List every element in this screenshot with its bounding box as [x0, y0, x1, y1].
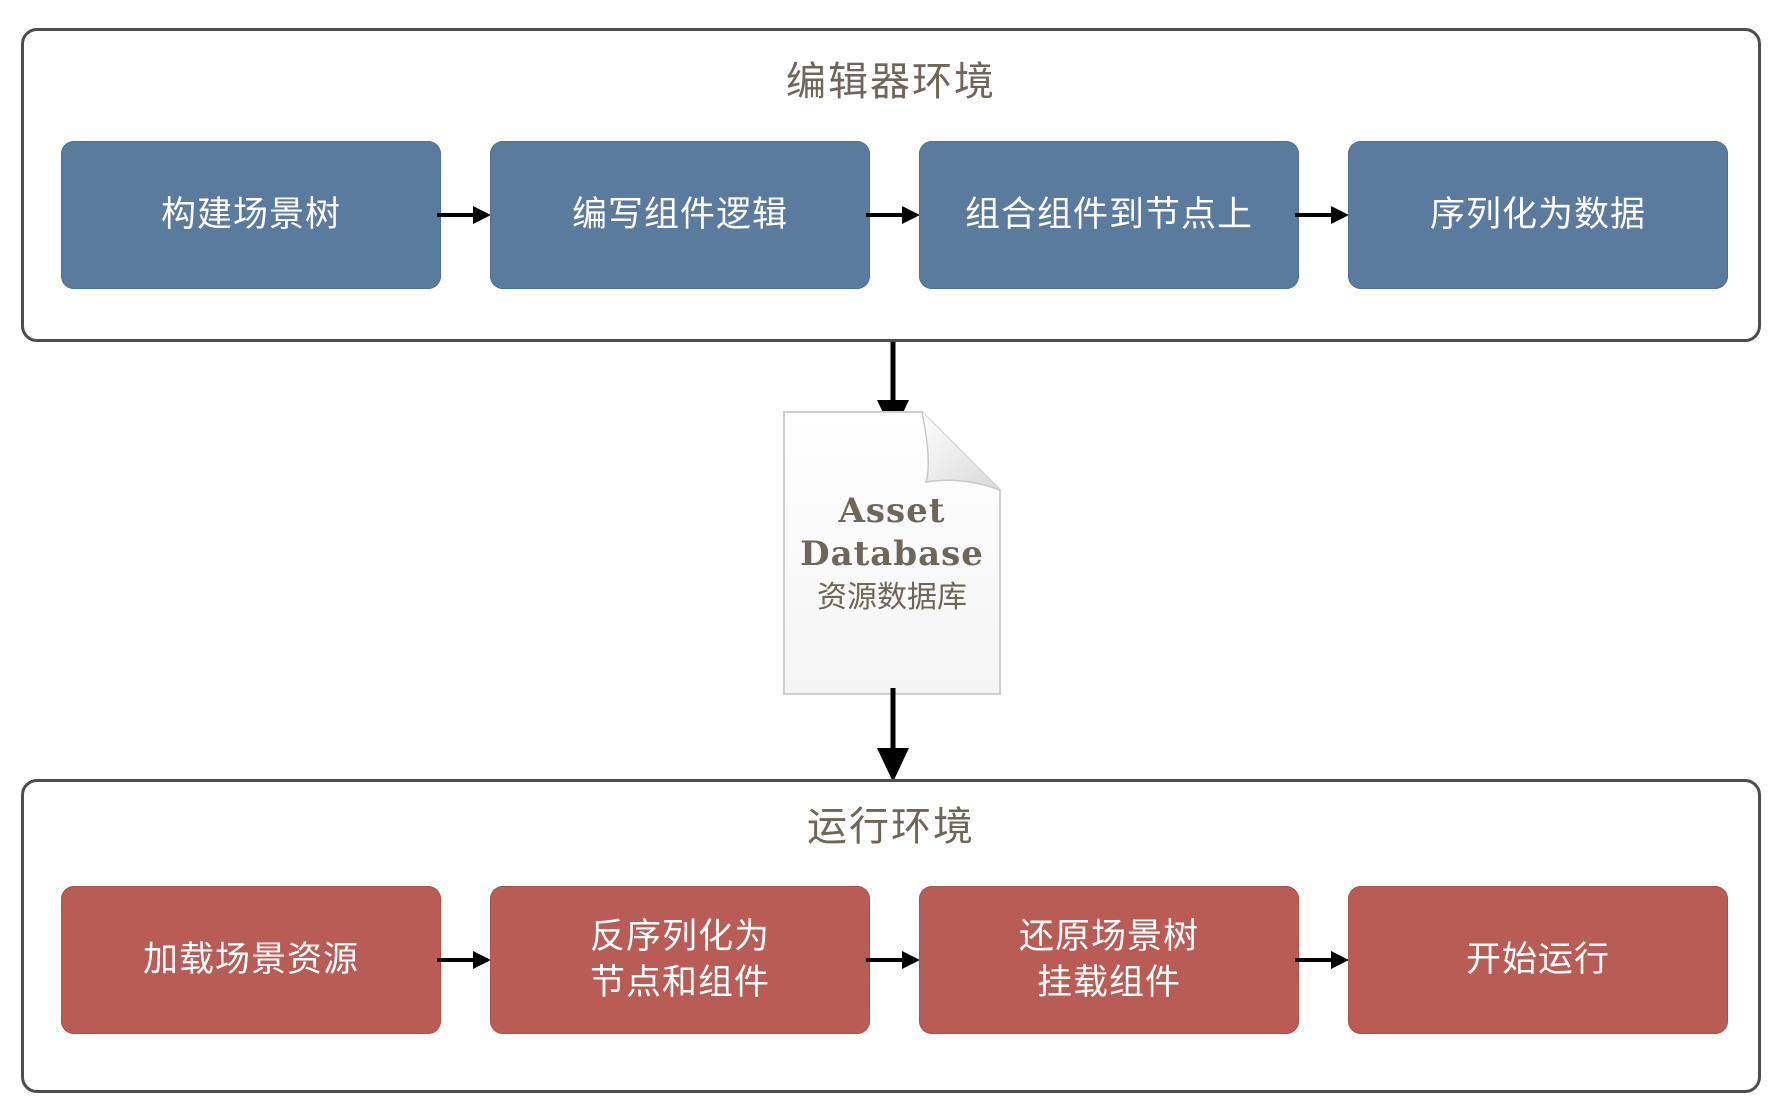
step-start-running: 开始运行 [1348, 886, 1728, 1034]
arrow-right-icon [437, 206, 491, 224]
document-icon [783, 411, 1001, 695]
arrow-right-icon [866, 951, 920, 969]
step-build-scene-tree: 构建场景树 [61, 141, 441, 289]
step-combine-components-to-nodes: 组合组件到节点上 [919, 141, 1299, 289]
asset-database-line3: 资源数据库 [817, 580, 967, 615]
step-write-component-logic: 编写组件逻辑 [490, 141, 870, 289]
asset-database-label: Asset Database 资源数据库 [782, 490, 1002, 620]
step-restore-scene-tree: 还原场景树 挂载组件 [919, 886, 1299, 1034]
asset-database-line1: Asset [838, 491, 946, 531]
arrow-right-icon [437, 951, 491, 969]
editor-environment-panel: 编辑器环境 构建场景树 编写组件逻辑 组合组件到节点上 序列化为数据 [21, 28, 1761, 342]
step-serialize-to-data: 序列化为数据 [1348, 141, 1728, 289]
arrow-right-icon [1295, 951, 1349, 969]
arrow-down-icon [877, 688, 909, 782]
step-deserialize-to-nodes-components: 反序列化为 节点和组件 [490, 886, 870, 1034]
arrow-right-icon [866, 206, 920, 224]
arrow-right-icon [1295, 206, 1349, 224]
asset-database-line2: Database [800, 534, 984, 574]
step-load-scene-assets: 加载场景资源 [61, 886, 441, 1034]
runtime-environment-panel: 运行环境 加载场景资源 反序列化为 节点和组件 还原场景树 挂载组件 开始运行 [21, 779, 1761, 1093]
runtime-environment-title: 运行环境 [807, 804, 975, 850]
editor-environment-title: 编辑器环境 [786, 59, 996, 105]
